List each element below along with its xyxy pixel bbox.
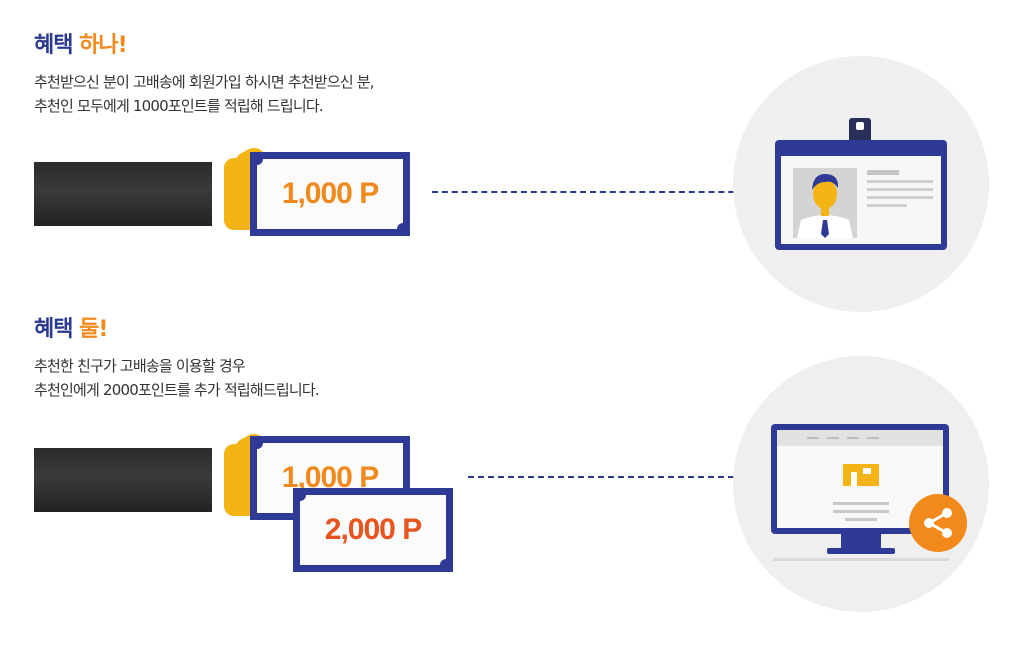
benefit-one-heading-prefix: 혜택 — [34, 33, 73, 58]
benefit-one-desc-line2: 추천인 모두에게 1000포인트를 적립해 드립니다. — [34, 97, 324, 115]
benefit-two-heading-highlight: 둘! — [79, 317, 108, 342]
point-bill: 1,000 P — [250, 152, 410, 236]
monitor-circle — [733, 356, 989, 612]
arm-sleeve — [34, 162, 214, 226]
benefit-two-section: 혜택 둘! 추천한 친구가 고배송을 이용할 경우 추천인에게 2000포인트를… — [34, 316, 320, 402]
bill-amount: 1,000 P — [281, 177, 379, 210]
dashed-connector — [468, 476, 754, 478]
benefit-one-section: 혜택 하나! 추천받으신 분이 고배송에 회원가입 하시면 추천받으신 분, 추… — [34, 32, 375, 118]
bill-front-amount: 2,000 P — [324, 513, 422, 546]
benefit-two-desc-line2: 추천인에게 2000포인트를 추가 적립해드립니다. — [34, 381, 320, 399]
benefit-one-heading: 혜택 하나! — [34, 32, 374, 60]
benefit-one-desc-line1: 추천받으신 분이 고배송에 회원가입 하시면 추천받으신 분, — [34, 73, 375, 91]
id-card-icon — [775, 118, 947, 250]
id-card-circle — [733, 56, 989, 312]
arm-sleeve — [34, 448, 214, 512]
benefit-one-heading-highlight: 하나! — [79, 33, 128, 58]
monitor-share-icon — [771, 424, 967, 561]
shirt-cuff — [212, 448, 226, 512]
benefit-two-heading: 혜택 둘! — [34, 316, 319, 344]
dashed-connector — [432, 191, 754, 193]
point-bill-front: 2,000 P — [293, 488, 453, 572]
shirt-cuff — [212, 162, 226, 226]
benefit-two-heading-prefix: 혜택 — [34, 317, 73, 342]
benefit-two-description: 추천한 친구가 고배송을 이용할 경우 추천인에게 2000포인트를 추가 적립… — [34, 354, 320, 402]
benefit-one-description: 추천받으신 분이 고배송에 회원가입 하시면 추천받으신 분, 추천인 모두에게… — [34, 70, 375, 118]
benefit-two-desc-line1: 추천한 친구가 고배송을 이용할 경우 — [34, 357, 246, 375]
